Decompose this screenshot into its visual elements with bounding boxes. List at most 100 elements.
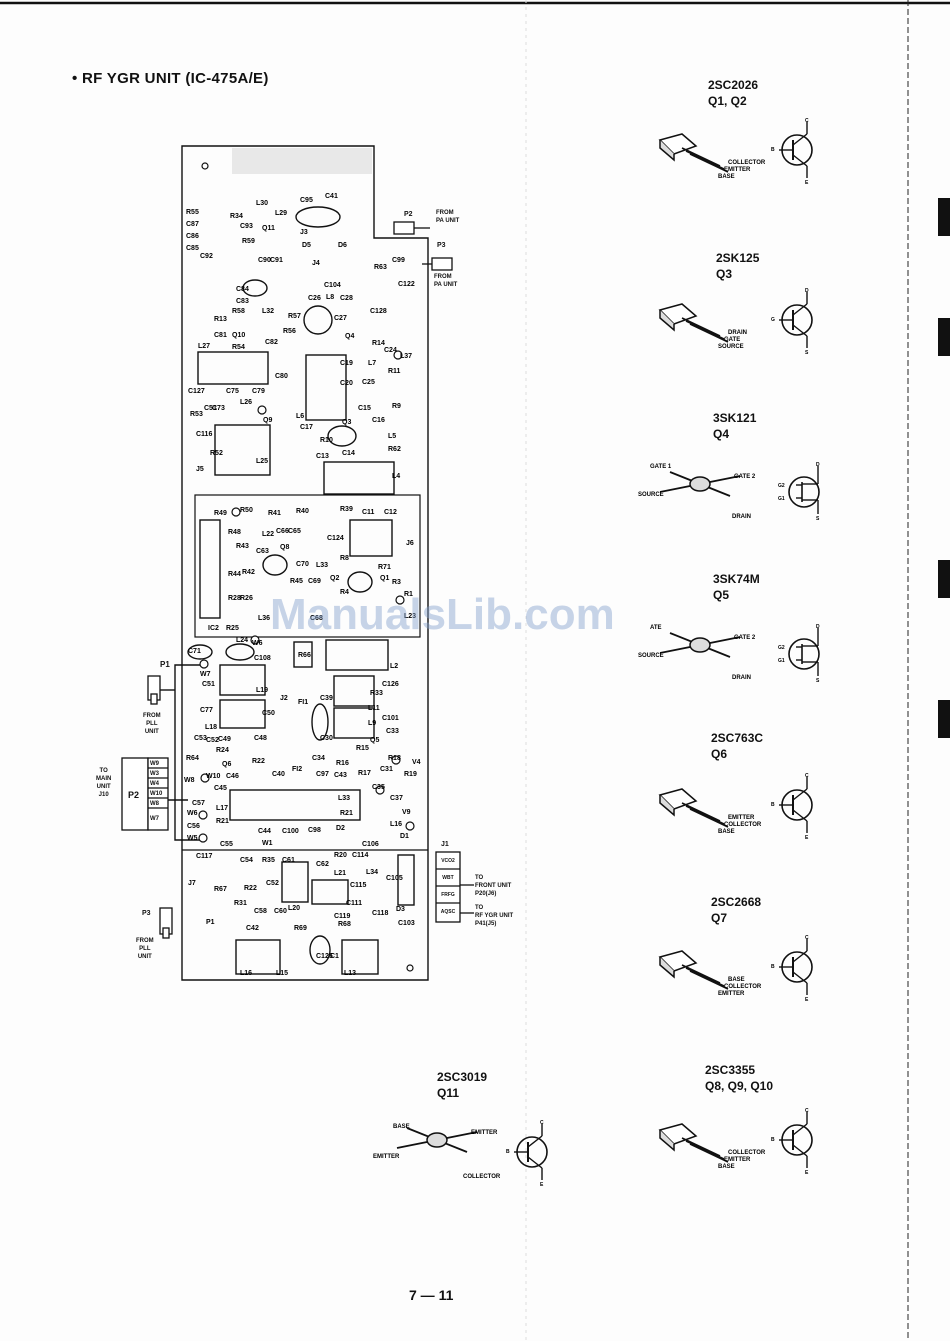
component-label: Q4 [345, 333, 354, 340]
transistor-ref-designator: Q3 [716, 267, 733, 281]
component-label: D1 [400, 833, 409, 840]
component-label: L24 [236, 637, 248, 644]
to-main-unit-label: TO MAIN UNIT J10 [96, 768, 112, 798]
component-label: C58 [254, 908, 267, 915]
component-label: Q9 [263, 417, 272, 424]
component-label: C82 [265, 339, 278, 346]
component-label: C80 [275, 373, 288, 380]
component-label: C84 [236, 286, 249, 293]
component-label: C52 [266, 880, 279, 887]
j1-label: J1 [441, 841, 449, 848]
p3-right-label: P3 [437, 242, 446, 249]
p2-label: P2 [128, 790, 140, 800]
transistor-ref-designator: Q7 [711, 911, 728, 925]
component-label: C73 [212, 405, 225, 412]
component-label: R22 [252, 758, 265, 765]
component-label: L17 [216, 805, 228, 812]
component-label: L23 [404, 613, 416, 620]
component-label: C51 [204, 405, 217, 412]
component-label: Q6 [222, 761, 231, 768]
component-label: C90 [258, 257, 271, 264]
component-label: L32 [262, 308, 274, 315]
transistor-part-number: 3SK121 [713, 411, 757, 425]
component-label: R10 [320, 437, 333, 444]
component-label: R31 [234, 900, 247, 907]
component-label: C128 [370, 308, 387, 315]
component-label: L21 [334, 870, 346, 877]
transistor-part-number: 2SC2668 [711, 895, 762, 909]
component-label: C106 [362, 841, 379, 848]
component-label: L11 [368, 705, 380, 712]
component-label: C75 [226, 388, 239, 395]
component-label: C63 [256, 548, 269, 555]
component-label: C104 [324, 282, 341, 289]
component-label: L33 [316, 562, 328, 569]
component-label: L7 [368, 360, 376, 367]
component-label: R8 [340, 555, 349, 562]
component-label: C15 [358, 405, 371, 412]
component-label: R59 [242, 238, 255, 245]
component-label: C116 [196, 431, 212, 438]
component-label: W10 [206, 773, 221, 780]
component-label: FI1 [298, 699, 308, 706]
to-front-unit-label: TO FRONT UNIT P20(J6) [475, 875, 512, 897]
component-label: C1 [330, 953, 339, 960]
component-label: Q2 [330, 575, 339, 582]
component-label: L16 [240, 970, 252, 977]
component-label: C100 [282, 828, 299, 835]
component-label: L9 [368, 720, 376, 727]
component-label: D2 [336, 825, 345, 832]
component-label: L4 [392, 473, 400, 480]
component-label: R4 [340, 589, 349, 596]
component-label: Q5 [370, 737, 379, 744]
component-label: Q8 [280, 544, 289, 551]
component-label: R9 [392, 403, 401, 410]
component-label: R48 [228, 529, 241, 536]
component-label: C55 [220, 841, 233, 848]
component-label: R39 [340, 506, 353, 513]
component-label: L16 [390, 821, 402, 828]
component-label: R71 [378, 564, 391, 571]
component-label: C115 [350, 882, 366, 889]
component-label: R50 [240, 507, 253, 514]
component-label: R1 [404, 591, 413, 598]
component-label: C68 [310, 615, 323, 622]
component-label: C12 [384, 509, 397, 516]
component-label: R43 [236, 543, 249, 550]
component-label: L26 [240, 399, 252, 406]
watermark: ManualsLib.com [270, 590, 615, 639]
component-label: C65 [288, 528, 301, 535]
component-label: C53 [194, 735, 207, 742]
component-label: R69 [294, 925, 307, 932]
component-label: R45 [290, 578, 303, 585]
component-label: R66 [298, 652, 311, 659]
component-label: C81 [214, 332, 227, 339]
page-number: 7 — 11 [409, 1287, 454, 1303]
component-label: C19 [340, 360, 353, 367]
component-label: R67 [214, 886, 227, 893]
component-label: R20 [334, 852, 347, 859]
component-label: J4 [312, 260, 320, 267]
component-label: R21 [216, 818, 229, 825]
component-label: C56 [187, 823, 200, 830]
component-label: R68 [338, 921, 351, 928]
component-label: R58 [232, 308, 245, 315]
component-label: Q11 [262, 225, 275, 232]
component-label: L27 [198, 343, 210, 350]
component-label: L19 [256, 687, 268, 694]
component-label: C26 [308, 295, 321, 302]
component-label: Q1 [380, 575, 389, 582]
component-label: C125 [316, 953, 333, 960]
component-label: R17 [358, 770, 371, 777]
component-label: R54 [232, 344, 245, 351]
component-label: C114 [352, 852, 368, 859]
component-label: C97 [316, 771, 329, 778]
component-label: C60 [274, 908, 287, 915]
component-label: V9 [402, 809, 411, 816]
component-label: C17 [300, 424, 313, 431]
component-label: C126 [382, 681, 399, 688]
component-label: R19 [404, 771, 417, 778]
component-label: R53 [190, 411, 203, 418]
transistor-ref-designator: Q1, Q2 [708, 94, 747, 108]
